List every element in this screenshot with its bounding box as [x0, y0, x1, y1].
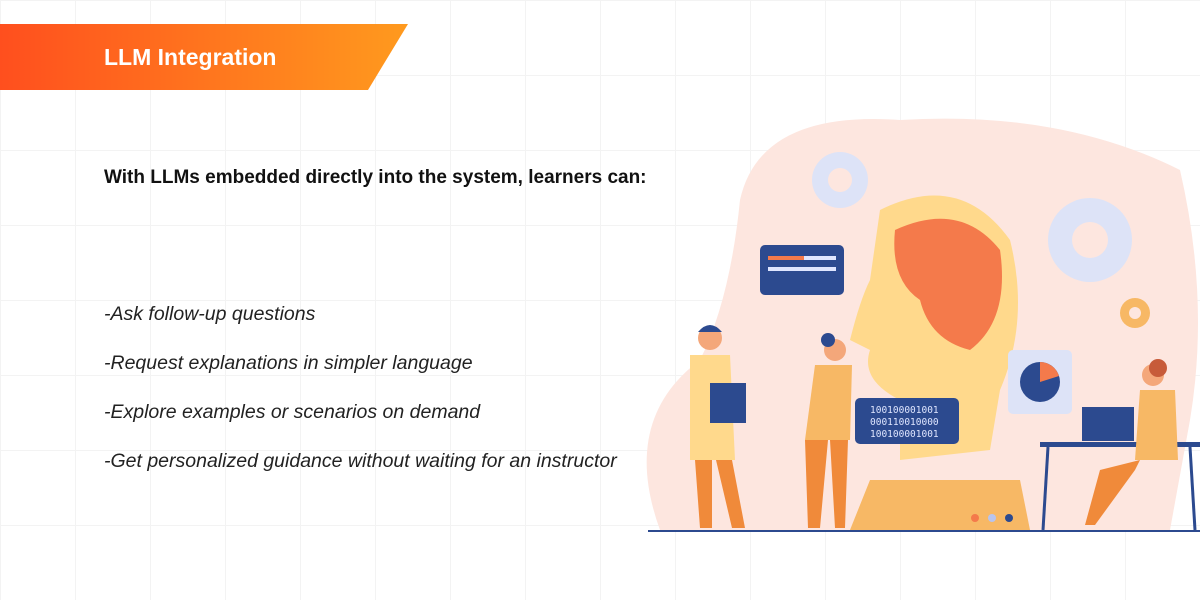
- pedestal: [850, 480, 1030, 530]
- list-item: -Explore examples or scenarios on demand: [104, 401, 481, 423]
- person-man: [690, 325, 746, 528]
- ai-learning-illustration: 100100001001 000110010000 100100001001: [646, 118, 1200, 532]
- gear-icon: [812, 152, 1132, 282]
- list-item: -Request explanations in simpler languag…: [104, 352, 473, 374]
- person-woman-center: [805, 333, 852, 528]
- section-banner: LLM Integration: [0, 24, 408, 90]
- list-item: -Get personalized guidance without waiti…: [104, 450, 617, 472]
- pagination-dots: [971, 514, 1013, 522]
- section-title: LLM Integration: [104, 44, 277, 70]
- small-gear-icon: [1120, 298, 1150, 328]
- intro-text: With LLMs embedded directly into the sys…: [104, 167, 647, 188]
- binary-line: 100100001001: [870, 429, 939, 440]
- benefits-list: -Ask follow-up questions -Request explan…: [104, 290, 664, 486]
- binary-line: 100100001001: [870, 405, 939, 416]
- binary-card: [855, 398, 959, 444]
- binary-line: 000110010000: [870, 417, 939, 428]
- person-at-desk: [1040, 359, 1200, 531]
- brain-icon: [894, 218, 1002, 350]
- list-item: -Ask follow-up questions: [104, 303, 316, 325]
